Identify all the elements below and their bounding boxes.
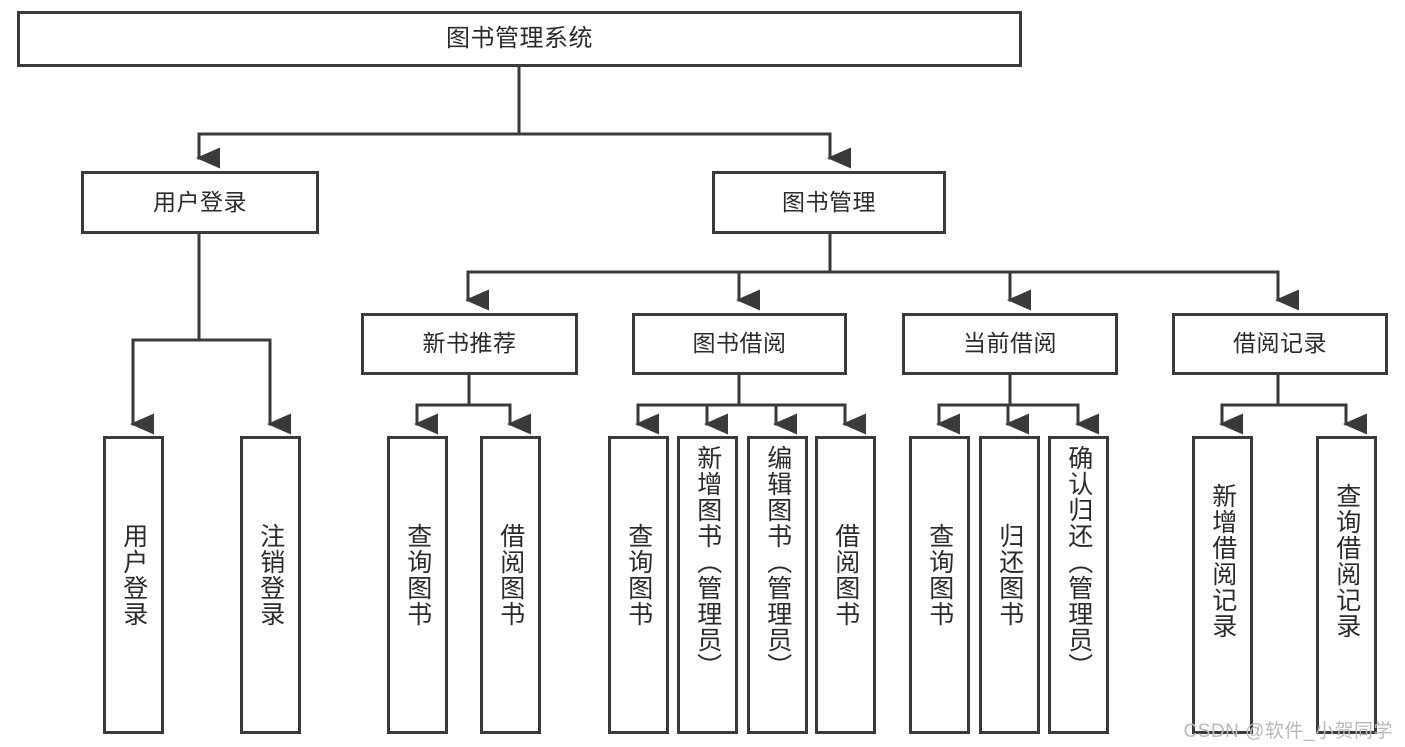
leaf-borrow-add-book-admin[interactable]: 新增图书（管理员） — [677, 436, 738, 734]
leaf-new-book-query[interactable]: 查询图书 — [387, 436, 448, 734]
leaf-borrow-edit-book-admin[interactable]: 编辑图书（管理员） — [747, 436, 808, 734]
leaf-record-query-record[interactable]: 查询借阅记录 — [1316, 436, 1377, 734]
leaf-borrow-borrow-book[interactable]: 借阅图书 — [815, 436, 876, 734]
node-label: 用户登录 — [119, 523, 148, 627]
node-user-login[interactable]: 用户登录 — [81, 171, 319, 234]
node-label: 新增借阅记录 — [1208, 483, 1237, 639]
node-label: 图书管理 — [782, 188, 876, 215]
leaf-current-confirm-return-admin[interactable]: 确认归还（管理员） — [1048, 436, 1109, 734]
node-label: 查询图书 — [925, 523, 954, 627]
leaf-new-book-borrow[interactable]: 借阅图书 — [480, 436, 541, 734]
node-current-borrow[interactable]: 当前借阅 — [902, 313, 1118, 375]
node-label: 图书管理系统 — [446, 24, 593, 52]
leaf-user-login-logout[interactable]: 注销登录 — [240, 436, 301, 734]
leaf-user-login-login[interactable]: 用户登录 — [103, 436, 164, 734]
node-label: 查询图书 — [403, 523, 432, 627]
node-label: 借阅图书 — [831, 523, 860, 627]
leaf-current-query-book[interactable]: 查询图书 — [909, 436, 970, 734]
node-label: 新书推荐 — [422, 330, 517, 357]
node-label: 编辑图书（管理员） — [763, 445, 792, 679]
leaf-current-return-book[interactable]: 归还图书 — [979, 436, 1040, 734]
node-book-borrow[interactable]: 图书借阅 — [632, 313, 847, 375]
node-new-book-recommend[interactable]: 新书推荐 — [361, 313, 578, 375]
node-root-system[interactable]: 图书管理系统 — [17, 11, 1022, 67]
node-label: 借阅图书 — [496, 523, 525, 627]
node-label: 查询图书 — [624, 523, 653, 627]
node-label: 用户登录 — [153, 188, 247, 215]
node-label: 查询借阅记录 — [1332, 483, 1361, 639]
leaf-record-add-record[interactable]: 新增借阅记录 — [1192, 436, 1253, 734]
node-label: 当前借阅 — [963, 330, 1057, 357]
node-label: 新增图书（管理员） — [693, 445, 722, 679]
node-label: 借阅记录 — [1233, 330, 1327, 357]
node-label: 归还图书 — [995, 523, 1024, 627]
watermark-text: CSDN @软件_小贺同学 — [1183, 721, 1393, 742]
node-book-management[interactable]: 图书管理 — [712, 171, 946, 234]
leaf-borrow-query-book[interactable]: 查询图书 — [608, 436, 669, 734]
node-label: 图书借阅 — [692, 330, 787, 357]
node-label: 注销登录 — [256, 523, 285, 627]
node-label: 确认归还（管理员） — [1064, 445, 1093, 679]
node-borrow-record[interactable]: 借阅记录 — [1172, 313, 1388, 375]
